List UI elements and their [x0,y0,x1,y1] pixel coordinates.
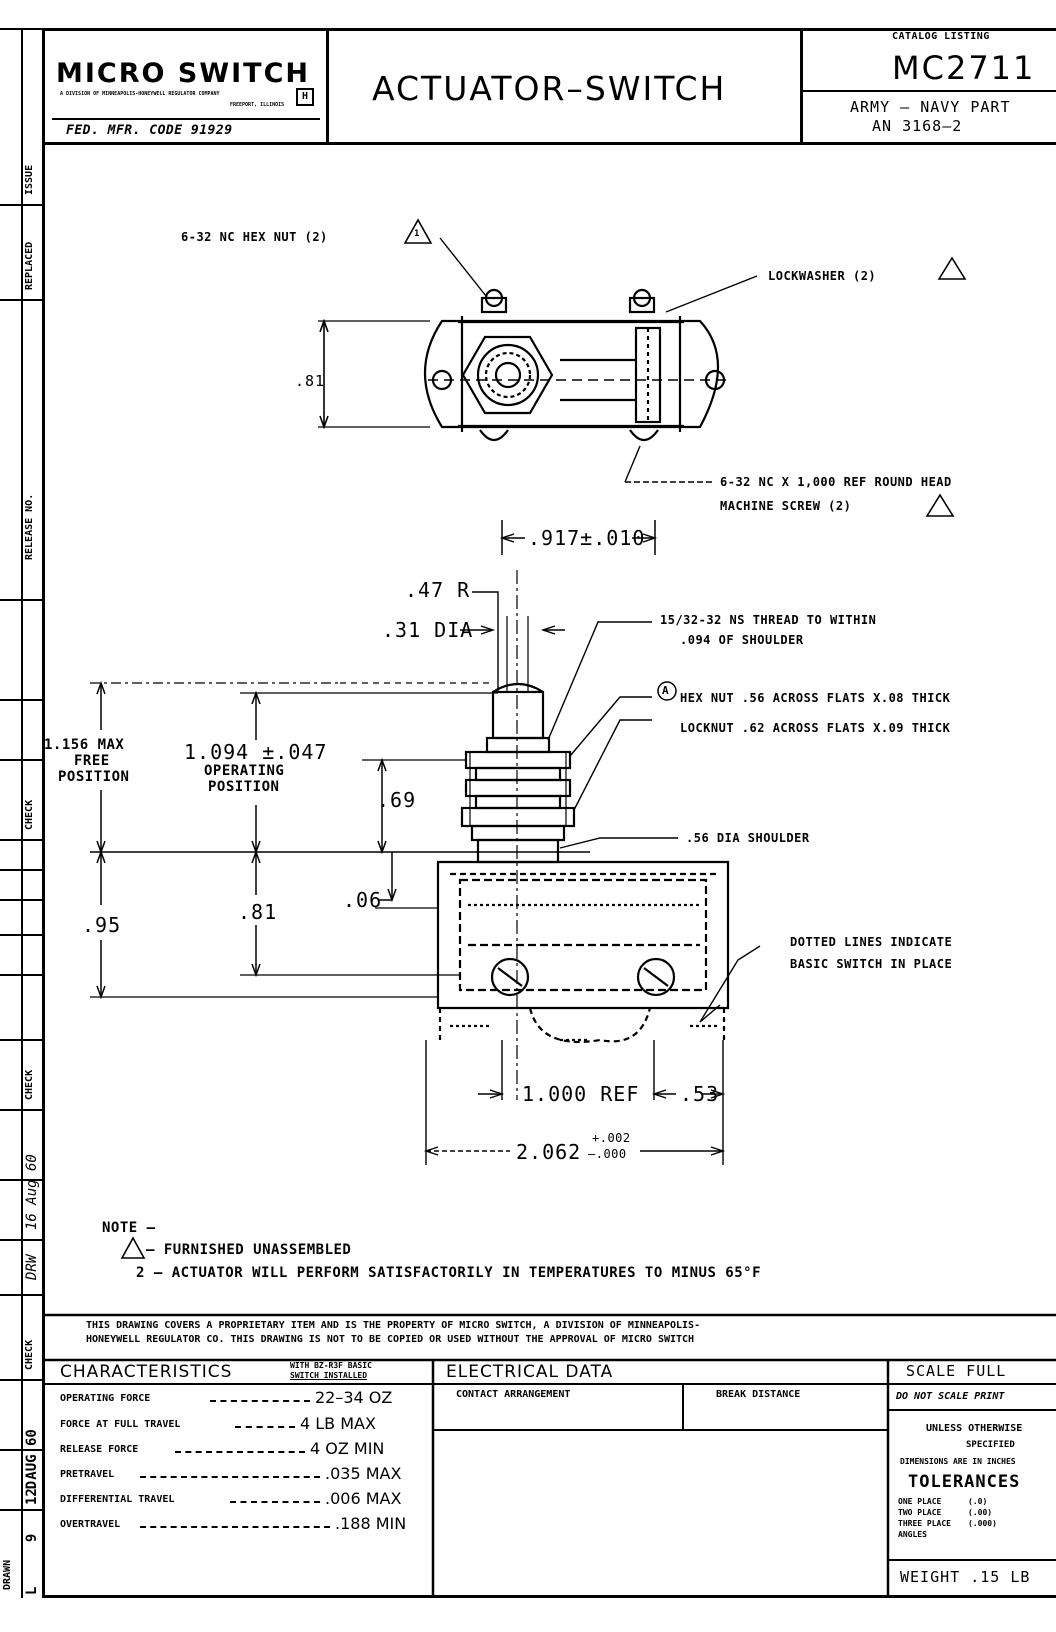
logo-emblem: H [296,88,314,106]
catalog-number: MC2711 [892,49,1036,87]
electrical-heading: ELECTRICAL DATA [446,1362,614,1382]
dim-tol-plus: +.002 [592,1131,631,1145]
callout-thread-1: 15/32-32 NS THREAD TO WITHIN [660,613,877,627]
dim-31: .31 DIA [382,618,474,642]
army-navy-label: ARMY – NAVY PART [850,98,1011,116]
dim-free-2: POSITION [58,769,130,785]
callout-lockwasher: LOCKWASHER (2) [768,269,877,283]
tolerance-label: ANGLES [898,1530,927,1539]
characteristic-leader [230,1501,320,1503]
weight-label: WEIGHT .15 LB [900,1568,1031,1586]
company-logo: MICRO SWITCH [56,58,310,89]
dim-95: .95 [82,913,122,937]
characteristic-value: 4 OZ MIN [310,1439,385,1458]
army-navy-number: AN 3168–2 [872,117,963,135]
dim-op-val: 1.094 ±.047 [184,740,328,764]
unless-2: SPECIFIED [966,1440,1015,1450]
characteristic-label: RELEASE FORCE [60,1444,139,1455]
callout-screw-1: 6-32 NC X 1,000 REF ROUND HEAD [720,475,952,489]
electrical-col-break: BREAK DISTANCE [716,1389,801,1400]
dim-47r: .47 R [405,578,471,602]
dim-free-1: FREE [74,753,110,769]
characteristic-label: PRETRAVEL [60,1469,115,1480]
callout-shoulder: .56 DIA SHOULDER [686,831,810,845]
characteristics-note-1: WITH BZ-R3F BASIC [290,1361,372,1370]
note-1: – FURNISHED UNASSEMBLED [146,1242,352,1258]
title-divider-1 [326,28,329,145]
characteristic-leader [210,1400,310,1402]
characteristic-leader [235,1426,295,1428]
scale-label: SCALE FULL [906,1362,1007,1380]
dim-69: .69 [377,788,417,812]
callout-flag-a: A [662,684,670,697]
characteristics-heading: CHARACTERISTICS [60,1362,233,1382]
tolerance-label: THREE PLACE [898,1519,951,1528]
title-divider-3 [800,90,1056,92]
electrical-col-contact: CONTACT ARRANGEMENT [456,1389,571,1400]
callout-thread-2: .094 OF SHOULDER [680,633,804,647]
dim-81-top: .81 [295,372,326,390]
title-divider-2 [800,28,803,145]
callout-flag-1: 1 [414,229,420,239]
catalog-label: CATALOG LISTING [892,31,990,42]
tolerance-label: TWO PLACE [898,1508,942,1517]
callout-screw-2: MACHINE SCREW (2) [720,499,852,513]
characteristic-value: 22–34 OZ [315,1388,393,1407]
tolerance-label: ONE PLACE [898,1497,942,1506]
characteristic-value: .035 MAX [325,1464,402,1483]
drawing-border [42,28,1056,1598]
characteristic-value: 4 LB MAX [300,1414,376,1433]
dim-06: .06 [343,888,383,912]
note-heading: NOTE – [102,1220,156,1236]
characteristic-label: OPERATING FORCE [60,1393,151,1404]
dim-2062: 2.062 [516,1140,582,1164]
do-not-scale: DO NOT SCALE PRINT [896,1391,1005,1402]
characteristic-leader [175,1451,305,1453]
logo-box [52,58,320,120]
tolerance-value: (.000) [968,1519,997,1528]
unless-1: UNLESS OTHERWISE [926,1423,1023,1434]
dim-917: .917±.010 [528,526,646,550]
callout-hex-nut: 6-32 NC HEX NUT (2) [181,230,328,244]
dim-tol-minus: –.000 [588,1147,627,1161]
callout-locknut: LOCKNUT .62 ACROSS FLATS X.09 THICK [680,721,951,735]
tolerances-heading: TOLERANCES [908,1472,1021,1492]
tolerance-value: (.00) [968,1508,993,1517]
company-sub: A DIVISION OF MINNEAPOLIS-HONEYWELL REGU… [60,91,220,97]
dim-free-val: 1.156 MAX [44,737,125,753]
characteristic-leader [140,1476,320,1478]
characteristic-value: .188 MIN [335,1514,407,1533]
company-city: FREEPORT, ILLINOIS [230,102,285,108]
callout-dotted-1: DOTTED LINES INDICATE [790,935,953,949]
tolerance-value: (.0) [968,1497,988,1506]
dim-53: .53 [680,1082,720,1106]
proprietary-1: THIS DRAWING COVERS A PROPRIETARY ITEM A… [86,1320,701,1331]
characteristic-label: DIFFERENTIAL TRAVEL [60,1494,175,1505]
fed-code: FED. MFR. CODE 91929 [66,123,233,138]
unless-3: DIMENSIONS ARE IN INCHES [900,1457,1016,1466]
dim-op-1: OPERATING [204,763,285,779]
note-2: 2 – ACTUATOR WILL PERFORM SATISFACTORILY… [136,1265,762,1281]
dim-1000: 1.000 REF [522,1082,640,1106]
characteristic-value: .006 MAX [325,1489,402,1508]
characteristic-label: OVERTRAVEL [60,1519,121,1530]
proprietary-2: HONEYWELL REGULATOR CO. THIS DRAWING IS … [86,1334,695,1345]
title-block [42,28,1056,145]
characteristic-leader [140,1526,330,1528]
characteristics-note-2: SWITCH INSTALLED [290,1371,368,1380]
dim-op-2: POSITION [208,779,280,795]
characteristic-label: FORCE AT FULL TRAVEL [60,1419,181,1430]
dim-81: .81 [238,900,278,924]
drawing-title: ACTUATOR–SWITCH [372,69,727,108]
callout-dotted-2: BASIC SWITCH IN PLACE [790,957,953,971]
callout-hex-nut2: HEX NUT .56 ACROSS FLATS X.08 THICK [680,691,951,705]
